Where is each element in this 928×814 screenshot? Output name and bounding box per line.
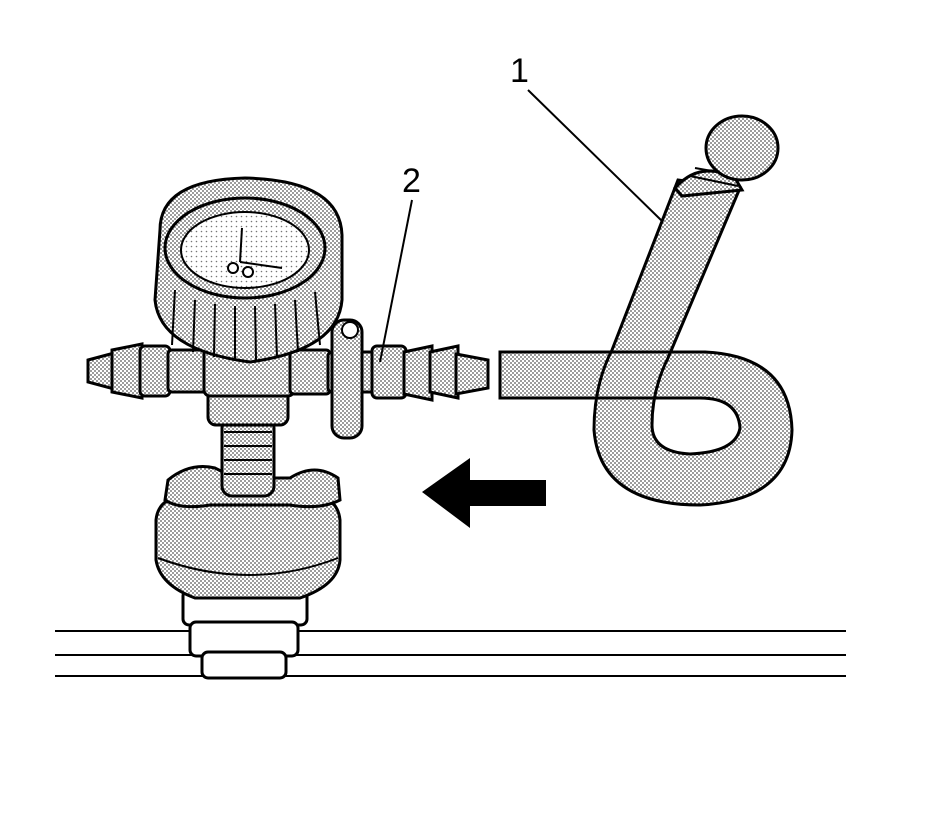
gauge-needle [227,227,283,278]
filler-neck [181,588,309,680]
gauge-knurl [171,289,321,361]
callout-2-label: 2 [402,162,421,200]
hose [498,114,794,507]
callout-1-label: 1 [510,52,529,90]
adapter-cap [154,465,342,600]
pressure-gauge [153,176,344,364]
gauge-outlet-fitting [326,318,490,440]
direction-arrow-left [422,458,546,528]
surface-lines [55,630,846,677]
callout-leaders [379,89,664,363]
